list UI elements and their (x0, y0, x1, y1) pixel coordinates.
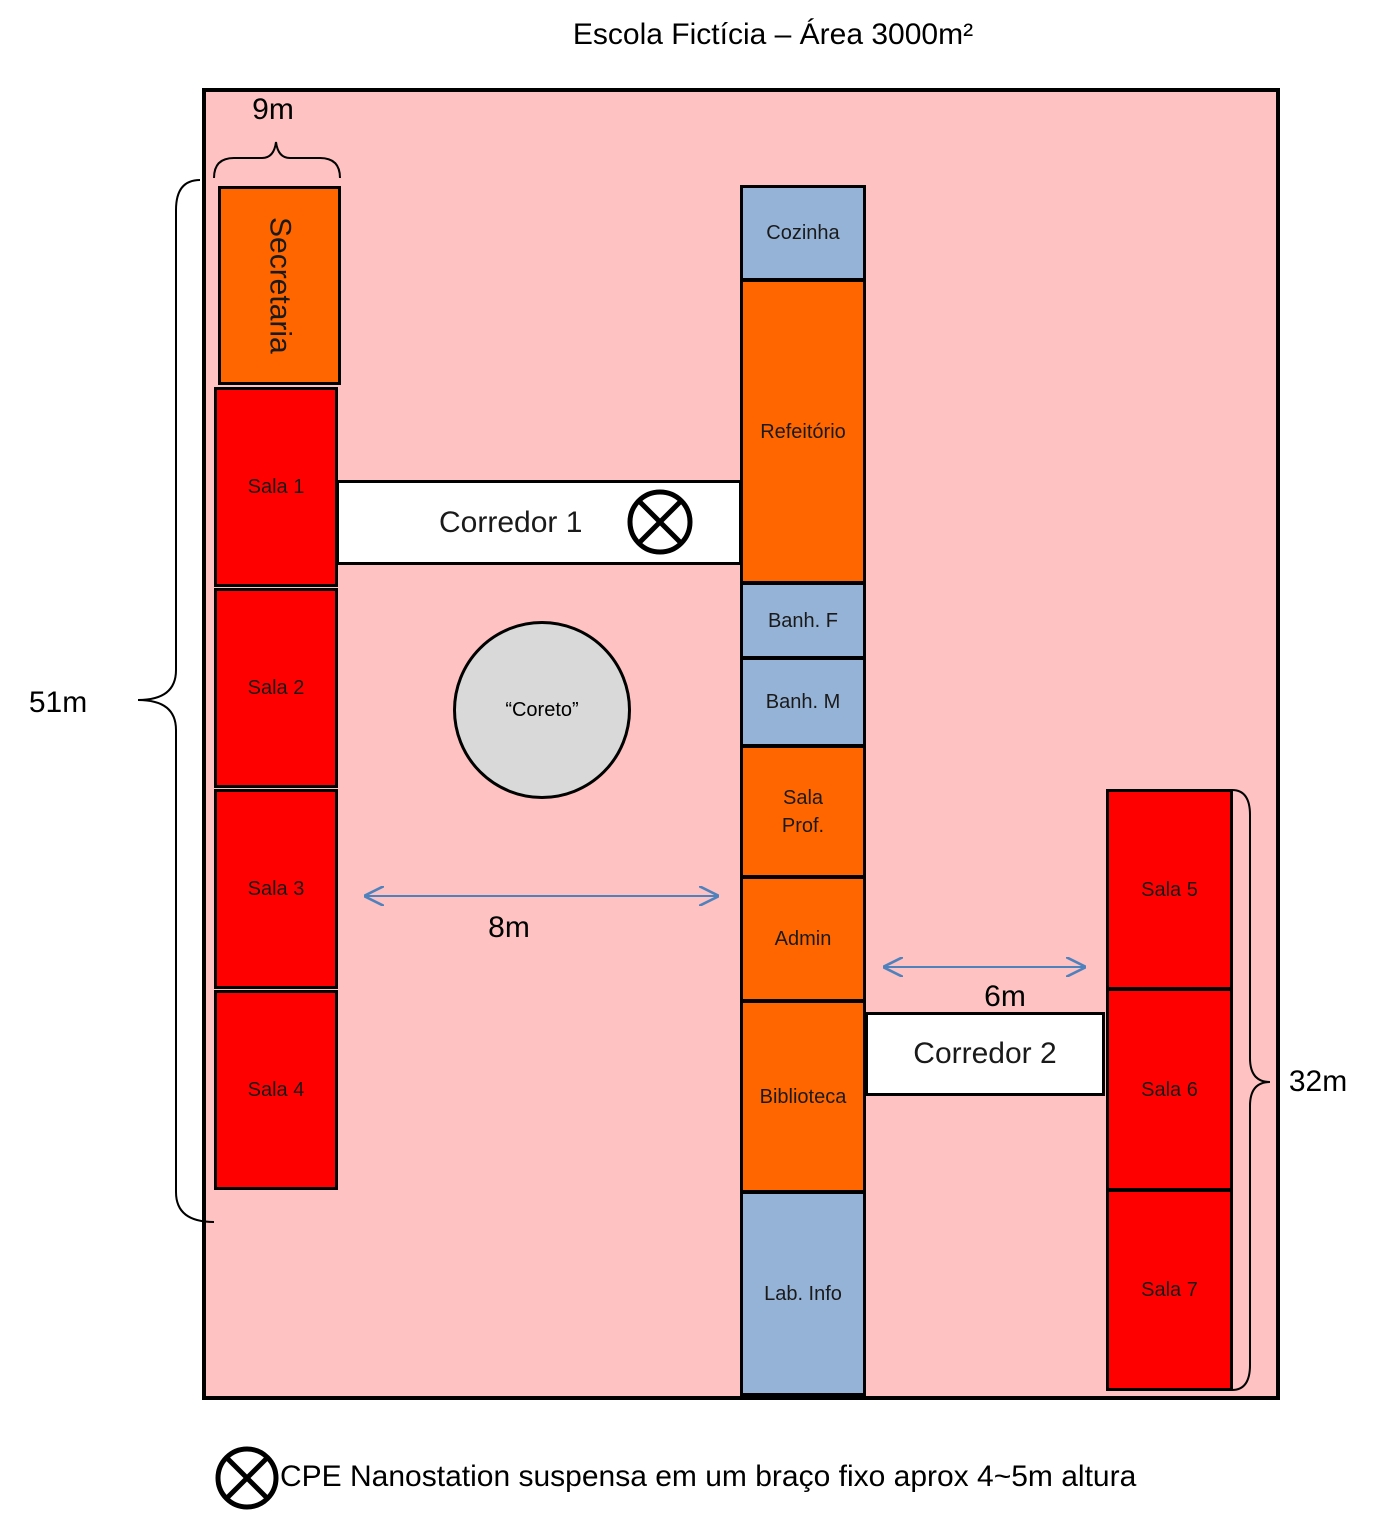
dimension-51m: 51m (28, 686, 88, 719)
room-label: Secretaria (263, 217, 297, 354)
room-admin: Admin (740, 876, 866, 1002)
room-banheiro-f: Banh. F (740, 582, 866, 659)
corridor-label: Corredor 2 (913, 1037, 1057, 1070)
brace-9m (213, 141, 341, 179)
room-label: Sala 7 (1141, 1279, 1198, 1301)
room-sala-prof: Sala Prof. (740, 745, 866, 878)
room-sala-3: Sala 3 (214, 789, 338, 989)
room-label: Sala 4 (247, 1079, 305, 1101)
room-refeitorio: Refeitório (740, 279, 866, 584)
room-secretaria: Secretaria (218, 186, 341, 385)
dimension-32m: 32m (1288, 1065, 1348, 1098)
corridor-label: Corredor 1 (439, 505, 583, 539)
coreto-circle: “Coreto” (453, 621, 631, 799)
room-label: Banh. M (765, 691, 841, 713)
room-label: Sala 2 (247, 677, 305, 699)
room-label: Banh. F (767, 609, 839, 632)
dimension-9m: 9m (252, 93, 294, 126)
room-label: Refeitório (760, 420, 846, 443)
room-sala-6: Sala 6 (1106, 988, 1233, 1191)
room-sala-7: Sala 7 (1106, 1189, 1233, 1391)
room-label: Sala 1 (247, 476, 305, 498)
room-label: Admin (774, 928, 832, 950)
dimension-8m: 8m (488, 911, 530, 944)
room-label: Sala 3 (247, 878, 305, 900)
brace-51m (137, 179, 215, 1223)
room-label: Cozinha (766, 222, 840, 244)
legend-text: CPE Nanostation suspensa em um braço fix… (280, 1460, 1137, 1493)
corredor-2: Corredor 2 (865, 1012, 1105, 1096)
coreto-label: “Coreto” (505, 698, 579, 721)
brace-32m (1231, 789, 1271, 1391)
cpe-marker-icon (627, 489, 693, 555)
room-banheiro-m: Banh. M (740, 657, 866, 747)
dimension-6m: 6m (984, 980, 1026, 1013)
room-cozinha: Cozinha (740, 185, 866, 281)
room-sala-5: Sala 5 (1106, 789, 1233, 990)
room-label: Sala 6 (1141, 1078, 1198, 1101)
diagram-title: Escola Fictícia – Área 3000m² (572, 18, 974, 51)
room-sala-2: Sala 2 (214, 588, 338, 788)
room-label: Sala Prof. (781, 786, 825, 837)
room-sala-4: Sala 4 (214, 990, 338, 1190)
circle-x-icon (215, 1446, 279, 1510)
room-label: Lab. Info (764, 1282, 842, 1305)
room-lab-info: Lab. Info (740, 1191, 866, 1396)
room-label: Biblioteca (759, 1085, 847, 1108)
room-label: Sala 5 (1141, 878, 1198, 901)
